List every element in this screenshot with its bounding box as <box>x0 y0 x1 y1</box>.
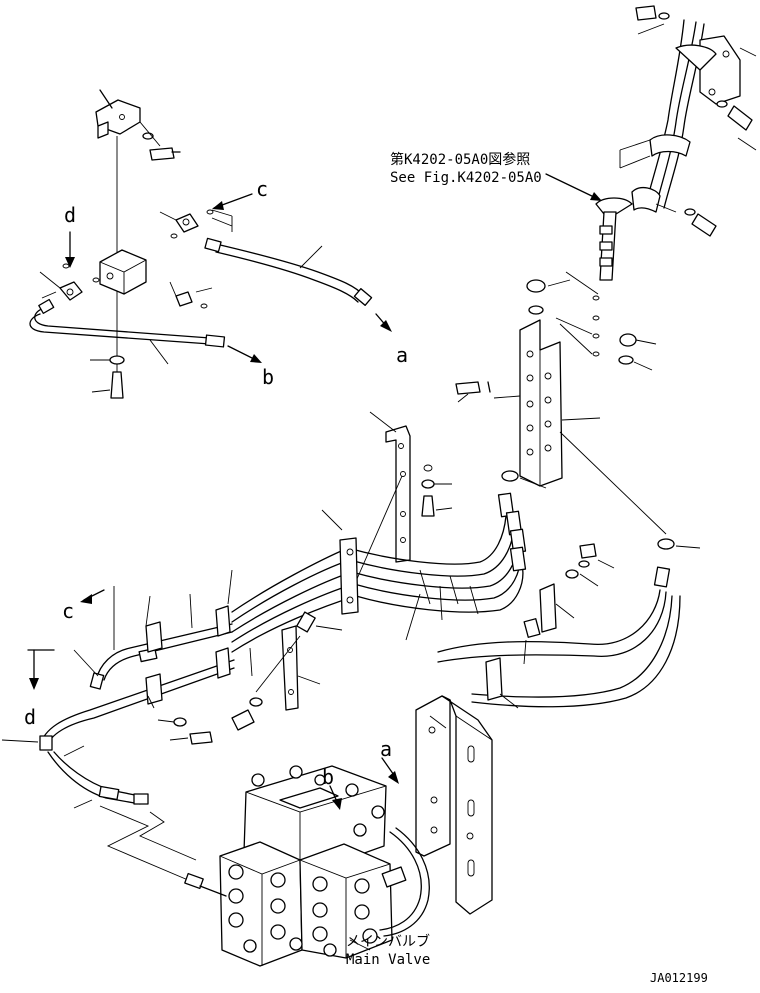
lower-bolt-icon <box>110 371 124 399</box>
left-pipe-routes: c d <box>1 569 343 881</box>
connector-a-valve: a <box>380 737 392 761</box>
bundle-clamp <box>339 537 359 615</box>
valve-section-left <box>219 841 303 967</box>
drawing-number: JA012199 <box>650 971 708 985</box>
nut-icon-2 <box>619 333 637 347</box>
bolt-icon <box>149 147 175 161</box>
connector-b-valve: b <box>322 765 334 789</box>
nut-icon <box>526 279 546 293</box>
hose-bundle-center <box>231 492 527 653</box>
top-right-hose-clamp-assembly: 第K4202-05A0図参照 See Fig.K4202-05A0 <box>390 5 757 281</box>
bracket-bolt-icon <box>455 381 481 395</box>
main-valve-label-en: Main Valve <box>346 952 430 968</box>
pipe-to-b: b <box>29 298 274 389</box>
right-hoses <box>437 543 681 709</box>
main-valve-label-jp: メインバルブ <box>346 933 430 950</box>
clamp-plate <box>699 35 741 105</box>
connector-c-left: c <box>62 599 74 623</box>
reference-label-jp: 第K4202-05A0図参照 <box>390 151 530 168</box>
elbow-fitting <box>175 291 193 307</box>
washer-icon-3 <box>618 355 634 365</box>
large-valve-bracket <box>415 695 493 915</box>
main-valve: a b メインバルブ Main Valve <box>184 737 430 968</box>
hose-to-a: a <box>204 237 408 367</box>
connector-d-left: d <box>24 705 36 729</box>
tee-fitting-top <box>175 213 199 233</box>
washer-icon-2 <box>528 305 544 315</box>
right-bracket-assembly <box>455 271 701 550</box>
lower-washer-icon <box>109 355 125 365</box>
lower-clamp-bolt-icon <box>691 213 717 237</box>
connector-b-top: b <box>262 365 274 389</box>
mounting-bracket-right <box>519 319 563 487</box>
tee-fitting-left <box>59 281 83 301</box>
top-left-block-assembly: c d <box>39 89 268 399</box>
connector-d-top: d <box>64 203 76 227</box>
reference-label-en: See Fig.K4202-05A0 <box>390 170 542 186</box>
connector-c-top: c <box>256 177 268 201</box>
top-bolt-icon <box>635 5 657 21</box>
clamp-bolt-icon <box>727 105 753 131</box>
connector-a-top: a <box>396 343 408 367</box>
